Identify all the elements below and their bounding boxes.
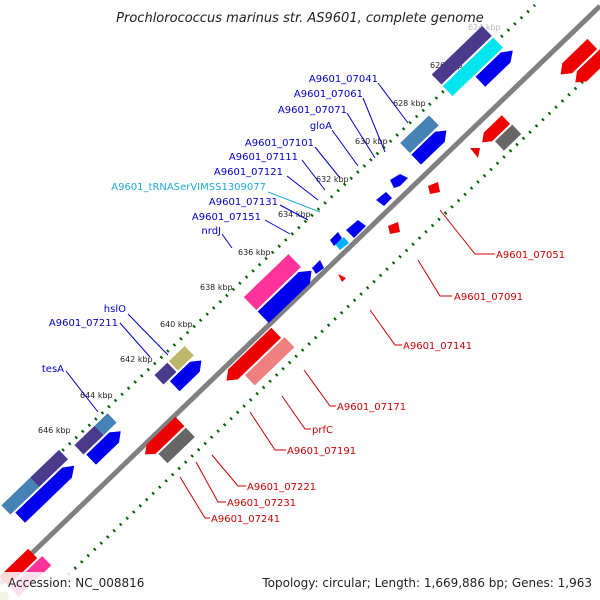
kbp-label: 632 kbp (316, 175, 349, 184)
gene-label[interactable]: hslO (104, 304, 126, 315)
genome-backbone (0, 4, 600, 586)
gene-label[interactable]: prfC (312, 425, 333, 436)
forward-leaders (65, 82, 409, 413)
gene-label[interactable]: A9601_07151 (192, 212, 261, 223)
gene-label[interactable]: gloA (310, 121, 332, 132)
gene-block[interactable] (244, 337, 295, 386)
gene-block[interactable] (442, 37, 503, 97)
forward-gene-labels: A9601_07041 A9601_07061 A9601_07071 gloA… (42, 74, 378, 375)
gene-label[interactable]: A9601_07051 (496, 250, 565, 261)
reverse-genes (0, 38, 600, 597)
forward-ruler-track (8, 3, 537, 502)
gene-arrow[interactable] (428, 182, 440, 194)
gene-label[interactable]: A9601_tRNASerVIMSS1309077 (111, 182, 266, 193)
kbp-label: 640 kbp (160, 320, 193, 329)
gene-label[interactable]: A9601_07141 (403, 341, 472, 352)
gene-block[interactable] (94, 413, 117, 436)
gene-block[interactable] (154, 362, 177, 385)
gene-label[interactable]: A9601_07061 (294, 89, 363, 100)
gene-label[interactable]: A9601_07211 (49, 318, 118, 329)
gene-arrow[interactable] (222, 327, 282, 386)
gene-arrow[interactable] (570, 46, 600, 88)
gene-label[interactable]: A9601_07071 (278, 105, 347, 116)
genome-summary-text: Topology: circular; Length: 1,669,886 bp… (261, 576, 592, 590)
kbp-label: 642 kbp (120, 355, 153, 364)
gene-label[interactable]: A9601_07231 (227, 498, 296, 509)
forward-genes (1, 25, 518, 523)
gene-block[interactable] (243, 254, 301, 311)
gene-block[interactable] (74, 425, 104, 455)
gene-block[interactable] (494, 124, 522, 151)
kbp-label: 634 kbp (278, 210, 311, 219)
small-forward-genes (312, 174, 408, 274)
gene-arrow[interactable] (390, 174, 408, 188)
gene-arrow[interactable] (556, 38, 598, 80)
kbp-label: 638 kbp (200, 283, 233, 292)
gene-block[interactable] (168, 346, 194, 371)
footer-background (0, 572, 600, 600)
gene-label[interactable]: A9601_07121 (214, 167, 283, 178)
kbp-label: 636 kbp (238, 248, 271, 257)
gene-arrow[interactable] (411, 125, 451, 165)
map-title: Prochlorococcus marinus str. AS9601, com… (116, 11, 484, 26)
gene-arrow[interactable] (330, 232, 342, 246)
gene-label[interactable]: A9601_07191 (287, 446, 356, 457)
gene-arrow[interactable] (141, 416, 185, 460)
gene-arrow[interactable] (335, 237, 349, 250)
gene-arrow[interactable] (86, 426, 125, 465)
kbp-label: 628 kbp (393, 99, 426, 108)
gene-label[interactable]: nrdJ (201, 226, 221, 237)
gene-label[interactable]: A9601_07091 (454, 292, 523, 303)
gene-arrow[interactable] (346, 220, 366, 238)
kbp-label: 644 kbp (80, 391, 113, 400)
gene-label[interactable]: A9601_07111 (229, 152, 298, 163)
reverse-ruler-track (66, 63, 600, 577)
gene-label[interactable]: A9601_07171 (337, 402, 406, 413)
accession-text: Accession: NC_008816 (8, 576, 144, 590)
kbp-label: 630 kbp (355, 137, 388, 146)
gene-arrow[interactable] (470, 148, 480, 158)
gene-arrow[interactable] (312, 260, 324, 274)
kbp-labels: 624 kbp 626 kbp 628 kbp 630 kbp 632 kbp … (38, 23, 501, 435)
gene-label[interactable]: A9601_07041 (309, 74, 378, 85)
gene-arrow[interactable] (376, 192, 392, 206)
gene-block[interactable] (30, 449, 68, 487)
gene-arrow[interactable] (475, 46, 518, 87)
reverse-leaders (179, 209, 495, 519)
kbp-label: 624 kbp (468, 23, 501, 32)
kbp-label: 646 kbp (38, 426, 71, 435)
reverse-gene-labels: A9601_07051 A9601_07091 A9601_07141 A960… (211, 250, 565, 525)
gene-arrow[interactable] (338, 274, 346, 282)
gene-label[interactable]: A9601_07221 (247, 482, 316, 493)
gene-label[interactable]: A9601_07241 (211, 514, 280, 525)
gene-label[interactable]: A9601_07131 (209, 197, 278, 208)
gene-block[interactable] (431, 25, 492, 85)
gene-label[interactable]: tesA (42, 364, 64, 375)
gene-arrow[interactable] (15, 461, 79, 523)
gene-label[interactable]: A9601_07101 (245, 138, 314, 149)
gene-arrow[interactable] (257, 265, 317, 324)
gene-arrow[interactable] (388, 222, 400, 234)
gene-arrow[interactable] (169, 355, 206, 392)
gene-block[interactable] (158, 427, 195, 464)
gene-block[interactable] (400, 115, 439, 154)
gene-block[interactable] (1, 477, 40, 515)
gene-arrow[interactable] (478, 115, 511, 147)
